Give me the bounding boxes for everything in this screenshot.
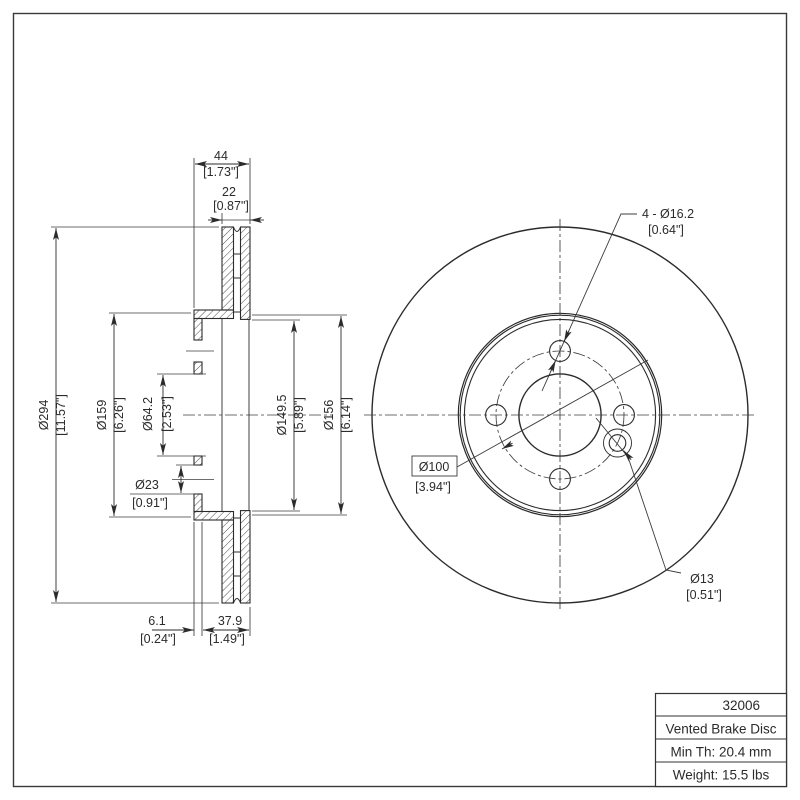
dim-overall-width-mm: 44 [214, 149, 228, 163]
label-set-screw-in: [0.51"] [686, 588, 722, 602]
label-set-screw-mm: Ø13 [690, 572, 714, 586]
dim-rotor-thickness-mm: 22 [222, 185, 236, 199]
dim-friction-outer-in: [6.14"] [339, 397, 353, 433]
bolt-circle-label-box [411, 455, 458, 477]
dim-hat-depth-in: [1.49"] [209, 632, 245, 646]
min-thickness: Min Th: 20.4 mm [670, 745, 771, 760]
section-extension-lines [51, 158, 347, 636]
dim-rotor-thickness-in: [0.87"] [213, 199, 249, 213]
part-number: 32006 [722, 698, 760, 713]
dim-hat-face-thickness-in: [0.24"] [140, 632, 176, 646]
label-bolt-holes-in: [0.64"] [648, 223, 684, 237]
label-bolt-circle-in: [3.94"] [415, 480, 451, 494]
weight: Weight: 15.5 lbs [673, 768, 770, 783]
section-dimension-labels: 44 [1.73"] 22 [0.87"] Ø294 [11.57"] Ø159… [37, 149, 353, 646]
dim-outer-diameter-in: [11.57"] [54, 394, 68, 436]
section-dimension-lines [53, 161, 344, 633]
dim-hat-face-thickness-mm: 6.1 [148, 614, 165, 628]
title-block-row-dividers [655, 715, 787, 763]
section-view [172, 226, 332, 604]
dim-bore-diameter-mm: Ø64.2 [141, 397, 155, 431]
label-bolt-circle-mm: Ø100 [419, 460, 450, 474]
label-bolt-holes-mm: 4 - Ø16.2 [642, 207, 694, 221]
dim-friction-inner-in: [5.89"] [292, 397, 306, 433]
dim-counterbore-mm: Ø23 [135, 478, 159, 492]
dim-outer-diameter-mm: Ø294 [37, 400, 51, 431]
front-view-leader-arrows [501, 329, 634, 462]
front-view-labels: 4 - Ø16.2 [0.64"] Ø100 [3.94"] Ø13 [0.51… [415, 207, 722, 602]
dim-friction-inner-mm: Ø149.5 [275, 394, 289, 435]
dim-hat-diameter-in: [6.26"] [112, 397, 126, 433]
front-view: 4 - Ø16.2 [0.64"] Ø100 [3.94"] Ø13 [0.51… [364, 207, 757, 612]
page-border [12, 12, 788, 788]
dim-friction-outer-mm: Ø156 [322, 400, 336, 431]
dim-hat-diameter-mm: Ø159 [95, 400, 109, 431]
section-hatched-material [193, 226, 251, 604]
vent-slot [233, 226, 241, 604]
dim-bore-diameter-in: [2.53"] [160, 396, 174, 432]
dim-overall-width-in: [1.73"] [203, 165, 239, 179]
title-block: 32006 Vented Brake Disc Min Th: 20.4 mm … [654, 692, 788, 788]
dim-counterbore-in: [0.91"] [132, 496, 168, 510]
title-block-frame [654, 692, 788, 788]
dim-hat-depth-mm: 37.9 [218, 614, 242, 628]
product-name: Vented Brake Disc [665, 722, 776, 737]
